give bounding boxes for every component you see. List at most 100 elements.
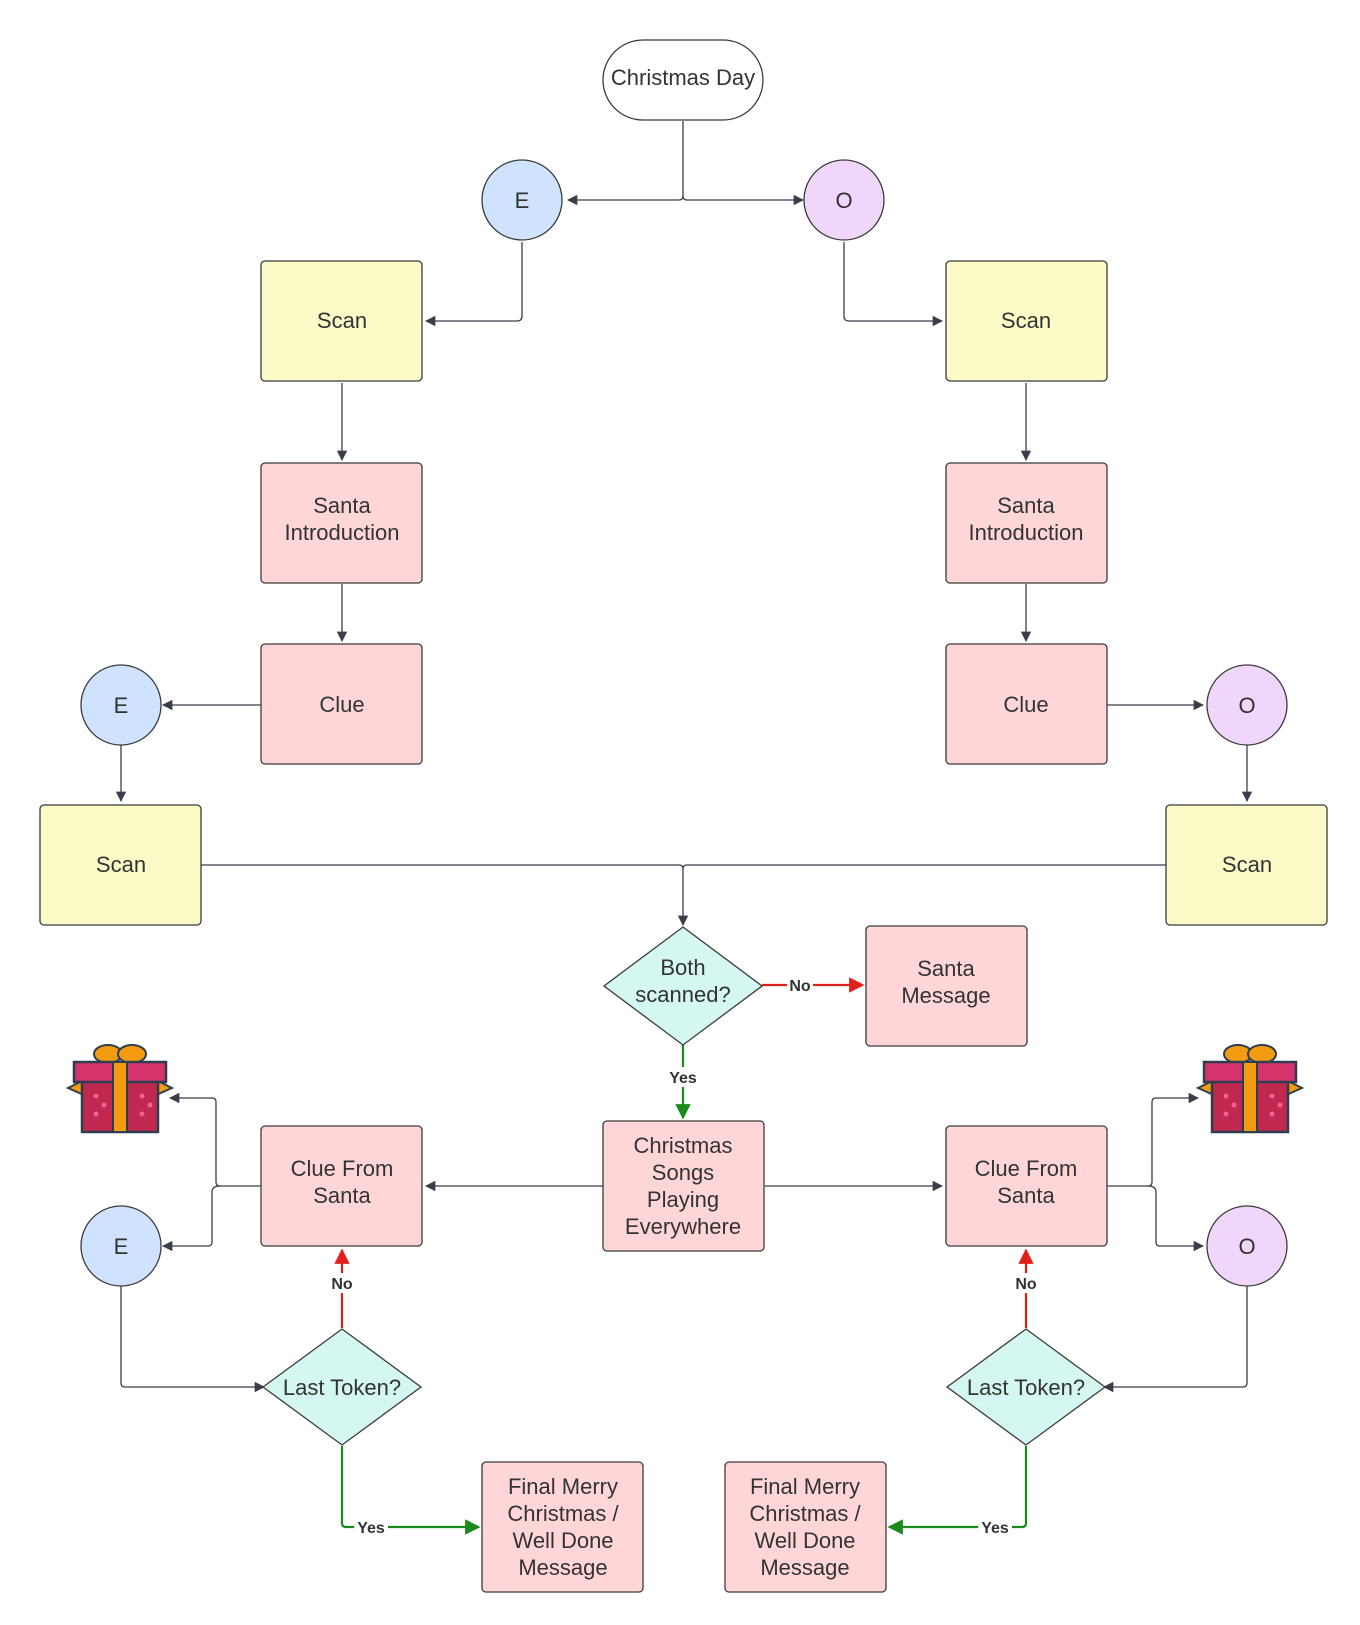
gift-icon xyxy=(1195,1044,1305,1134)
edge-label-no-santa-message: No xyxy=(789,978,811,995)
clue-from-santa-node-right[interactable]: Clue From Santa xyxy=(945,1125,1108,1247)
edge-label-yes-left: Yes xyxy=(357,1520,385,1537)
o-circle xyxy=(1206,664,1288,746)
connector-yes-left xyxy=(340,1446,481,1535)
last-token-label: Last Token? xyxy=(967,1375,1085,1400)
e-connector-mid[interactable]: E xyxy=(80,664,162,746)
clue-from-santa-node-left[interactable]: Clue From Santa xyxy=(260,1125,423,1247)
decision-shape xyxy=(261,1328,423,1446)
santa-intro-shape xyxy=(260,462,423,584)
connector-clue-to-e-bottom xyxy=(161,1185,221,1252)
scan-label: Scan xyxy=(1001,308,1051,333)
santa-message-node[interactable]: Santa Message xyxy=(865,925,1028,1047)
o-label: O xyxy=(1238,1234,1255,1259)
scan-shape xyxy=(1165,804,1328,926)
both-scanned-decision[interactable]: Both scanned? xyxy=(602,926,764,1046)
o-label: O xyxy=(1238,693,1255,718)
connector-start-to-e xyxy=(566,121,684,206)
santa-intro-node-right[interactable]: Santa Introduction xyxy=(945,462,1108,584)
connector-scan-left-to-decision xyxy=(201,864,689,927)
decision-line-1: Both xyxy=(660,955,705,980)
e-circle xyxy=(80,1205,162,1287)
o-connector-top[interactable]: O xyxy=(803,159,885,241)
santa-message-line-1: Santa xyxy=(917,956,975,981)
songs-line-4: Everywhere xyxy=(625,1214,741,1239)
final-message-line-4: Message xyxy=(518,1555,607,1580)
scan-label: Scan xyxy=(317,308,367,333)
o-connector-bottom[interactable]: O xyxy=(1206,1205,1288,1287)
final-message-node-left[interactable]: Final Merry Christmas / Well Done Messag… xyxy=(481,1461,644,1593)
edge-label-no-right: No xyxy=(1015,1276,1037,1293)
final-message-line-3: Well Done xyxy=(754,1528,855,1553)
scan-shape xyxy=(945,260,1108,382)
e-connector-top[interactable]: E xyxy=(481,159,563,241)
edge-label-yes-right: Yes xyxy=(981,1520,1009,1537)
santa-message-line-2: Message xyxy=(901,983,990,1008)
start-label: Christmas Day xyxy=(611,65,755,90)
decision-shape xyxy=(945,1328,1107,1446)
last-token-label: Last Token? xyxy=(283,1375,401,1400)
e-label: E xyxy=(114,693,129,718)
final-message-line-4: Message xyxy=(760,1555,849,1580)
e-circle xyxy=(80,664,162,746)
scan-node-left-2[interactable]: Scan xyxy=(39,804,202,926)
edge-label-no-left: No xyxy=(331,1276,353,1293)
santa-intro-shape xyxy=(945,462,1108,584)
connector-scan-right-to-decision xyxy=(682,864,1166,870)
songs-line-1: Christmas xyxy=(633,1133,732,1158)
scan-label: Scan xyxy=(1222,852,1272,877)
clue-from-santa-shape xyxy=(260,1125,423,1247)
santa-intro-line-1: Santa xyxy=(997,493,1055,518)
scan-node-right[interactable]: Scan xyxy=(945,260,1108,382)
clue-shape xyxy=(945,643,1108,765)
scan-node-left[interactable]: Scan xyxy=(260,260,423,382)
connector-clue-to-gift-left xyxy=(168,1092,261,1187)
clue-from-santa-line-2: Santa xyxy=(313,1183,371,1208)
clue-from-santa-line-1: Clue From xyxy=(975,1156,1078,1181)
final-message-shape xyxy=(481,1461,644,1593)
clue-from-santa-line-2: Santa xyxy=(997,1183,1055,1208)
e-label: E xyxy=(515,188,530,213)
scan-shape xyxy=(260,260,423,382)
santa-intro-node-left[interactable]: Santa Introduction xyxy=(260,462,423,584)
final-message-line-3: Well Done xyxy=(512,1528,613,1553)
connector-o-bottom-to-token xyxy=(1102,1286,1248,1393)
last-token-decision-left[interactable]: Last Token? xyxy=(261,1328,423,1446)
final-message-node-right[interactable]: Final Merry Christmas / Well Done Messag… xyxy=(724,1461,887,1593)
decision-line-2: scanned? xyxy=(635,982,730,1007)
start-shape xyxy=(602,39,764,121)
clue-label: Clue xyxy=(1003,692,1048,717)
o-label: O xyxy=(835,188,852,213)
e-label: E xyxy=(114,1234,129,1259)
connector-clue-to-gift-right xyxy=(1107,1092,1200,1187)
edge-label-yes-songs: Yes xyxy=(669,1070,697,1087)
connector-e-bottom-to-token xyxy=(120,1286,266,1393)
songs-line-3: Playing xyxy=(647,1187,719,1212)
o-circle xyxy=(1206,1205,1288,1287)
o-circle xyxy=(803,159,885,241)
scan-node-right-2[interactable]: Scan xyxy=(1165,804,1328,926)
songs-line-2: Songs xyxy=(652,1160,714,1185)
songs-shape xyxy=(602,1120,765,1252)
clue-node-left[interactable]: Clue xyxy=(260,643,423,765)
final-message-line-2: Christmas / xyxy=(749,1501,861,1526)
santa-message-shape xyxy=(865,925,1028,1047)
scan-shape xyxy=(39,804,202,926)
clue-node-right[interactable]: Clue xyxy=(945,643,1108,765)
connector-yes-right xyxy=(887,1446,1028,1535)
clue-shape xyxy=(260,643,423,765)
clue-label: Clue xyxy=(319,692,364,717)
o-connector-mid[interactable]: O xyxy=(1206,664,1288,746)
decision-shape xyxy=(602,926,764,1046)
connector-e-to-scan xyxy=(424,242,523,327)
scan-label: Scan xyxy=(96,852,146,877)
songs-node[interactable]: Christmas Songs Playing Everywhere xyxy=(602,1120,765,1252)
gift-icon xyxy=(65,1044,175,1134)
start-node[interactable]: Christmas Day xyxy=(602,39,764,121)
connector-clue-to-o-bottom xyxy=(1147,1185,1205,1252)
clue-from-santa-shape xyxy=(945,1125,1108,1247)
last-token-decision-right[interactable]: Last Token? xyxy=(945,1328,1107,1446)
connector-start-to-o xyxy=(682,194,805,206)
e-connector-bottom[interactable]: E xyxy=(80,1205,162,1287)
